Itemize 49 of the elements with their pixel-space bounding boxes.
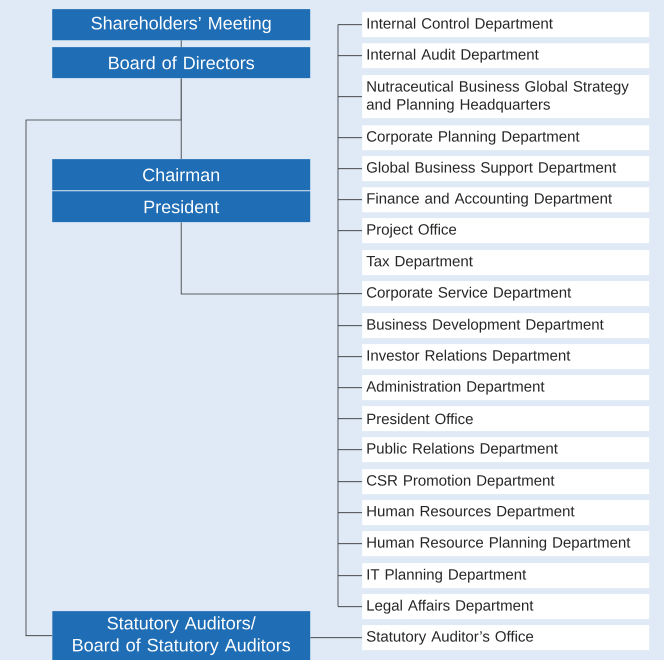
connector-line bbox=[338, 137, 362, 138]
connector-line bbox=[338, 24, 362, 26]
connector-line bbox=[180, 40, 182, 48]
connector-line bbox=[338, 512, 362, 514]
connector-line bbox=[338, 418, 362, 420]
department-box: IT Planning Department bbox=[362, 563, 650, 588]
position-box: President bbox=[52, 191, 310, 222]
connector-line bbox=[338, 449, 362, 450]
department-box: Project Office bbox=[362, 218, 650, 244]
connector-line bbox=[338, 96, 362, 98]
connector-line bbox=[338, 293, 362, 294]
department-box: Public Relations Department bbox=[362, 437, 650, 462]
connector-line bbox=[338, 325, 362, 326]
connector-line bbox=[338, 356, 362, 358]
department-box: CSR Promotion Department bbox=[362, 469, 650, 494]
connector-line bbox=[338, 543, 362, 544]
connector-line bbox=[338, 575, 362, 576]
department-box: Internal Audit Department bbox=[362, 43, 650, 68]
department-box: Human Resources Department bbox=[362, 500, 650, 526]
department-box: Business Development Department bbox=[362, 313, 650, 338]
connector-line bbox=[338, 387, 362, 388]
node-label: President bbox=[144, 200, 220, 214]
department-box: Finance and Accounting Department bbox=[362, 187, 650, 212]
connector-line bbox=[180, 24, 338, 607]
department-box: President Office bbox=[362, 406, 650, 432]
position-box: Board of Directors bbox=[52, 47, 310, 78]
department-box: Corporate Planning Department bbox=[362, 125, 650, 150]
connector-line bbox=[338, 481, 362, 482]
connector-line bbox=[310, 637, 362, 638]
department-box: Human Resource Planning Department bbox=[362, 531, 650, 556]
department-box: Corporate Service Department bbox=[362, 281, 650, 306]
connector-line bbox=[338, 199, 362, 200]
connector-line bbox=[338, 55, 362, 56]
department-box: Tax Department bbox=[362, 250, 650, 276]
connector-line bbox=[338, 230, 362, 232]
department-box: Internal Control Department bbox=[362, 12, 650, 38]
department-box: Nutraceutical Business Global Strategy and Planning Headquarters bbox=[362, 75, 650, 118]
connector-line bbox=[26, 78, 182, 636]
department-box: Statutory Auditor’s Office bbox=[362, 625, 650, 650]
department-box: Investor Relations Department bbox=[362, 344, 650, 370]
position-box: Chairman bbox=[52, 159, 310, 190]
node-label: Chairman bbox=[143, 168, 220, 182]
department-box: Legal Affairs Department bbox=[362, 594, 650, 620]
connector-line bbox=[338, 168, 362, 170]
position-box: Shareholders’ Meeting bbox=[52, 9, 310, 40]
department-box: Administration Department bbox=[362, 375, 650, 400]
connector-line bbox=[338, 606, 362, 608]
department-box: Global Business Support Department bbox=[362, 156, 650, 182]
position-box: Statutory Auditors/ Board of Statutory Auditors bbox=[52, 611, 310, 660]
